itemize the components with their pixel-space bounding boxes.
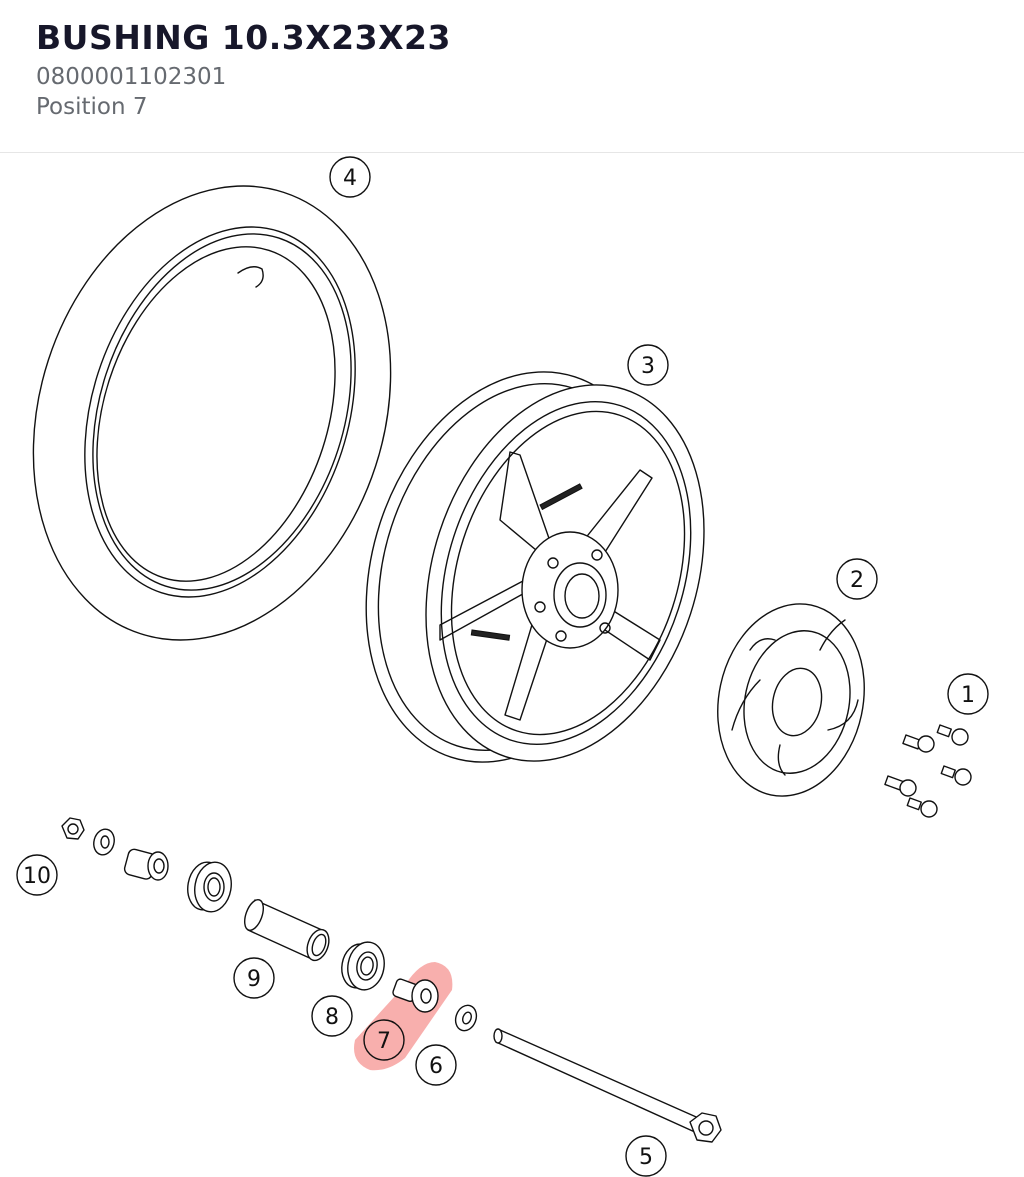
callout-2[interactable]: 2 xyxy=(836,558,878,600)
callout-2-label: 2 xyxy=(850,568,864,593)
callout-6[interactable]: 6 xyxy=(415,1044,457,1086)
callout-7-label: 7 xyxy=(377,1029,391,1054)
part-axle[interactable] xyxy=(493,1028,722,1143)
callout-8-label: 8 xyxy=(325,1005,339,1030)
callout-5[interactable]: 5 xyxy=(625,1135,667,1177)
callout-9[interactable]: 9 xyxy=(233,957,275,999)
callout-9-label: 9 xyxy=(247,967,261,992)
part-bushing-highlight[interactable] xyxy=(354,962,453,1071)
callout-8[interactable]: 8 xyxy=(311,995,353,1037)
part-bearing-left[interactable] xyxy=(184,859,235,914)
part-header: BUSHING 10.3X23X23 0800001102301 Positio… xyxy=(0,0,1024,153)
callout-5-label: 5 xyxy=(639,1145,653,1170)
part-wheel-rim[interactable] xyxy=(318,334,750,801)
callout-10[interactable]: 10 xyxy=(16,854,58,896)
part-brake-disc[interactable] xyxy=(700,590,881,810)
exploded-parts-diagram: 4 3 2 1 10 9 8 7 6 5 xyxy=(0,153,989,1177)
callout-1-label: 1 xyxy=(961,683,975,708)
callout-3-label: 3 xyxy=(641,354,655,379)
part-bearing-right[interactable] xyxy=(338,939,387,993)
part-axle-nut[interactable] xyxy=(61,817,85,840)
callout-4-label: 4 xyxy=(343,166,357,191)
part-number: 0800001102301 xyxy=(36,64,227,90)
part-spacer-tube[interactable] xyxy=(241,897,333,963)
part-title: BUSHING 10.3X23X23 xyxy=(36,18,451,57)
callout-1[interactable]: 1 xyxy=(947,673,989,715)
callout-3[interactable]: 3 xyxy=(627,344,669,386)
part-left-washer[interactable] xyxy=(91,827,117,857)
part-tire[interactable] xyxy=(0,153,447,687)
callout-10-label: 10 xyxy=(23,864,51,889)
callout-7-selected[interactable]: 7 xyxy=(363,1019,405,1061)
part-disc-bolts[interactable] xyxy=(884,724,972,818)
part-left-spacer[interactable] xyxy=(123,848,169,881)
part-position: Position 7 xyxy=(36,94,148,120)
part-washer[interactable] xyxy=(452,1002,480,1033)
callout-6-label: 6 xyxy=(429,1054,443,1079)
callout-4[interactable]: 4 xyxy=(329,156,371,198)
